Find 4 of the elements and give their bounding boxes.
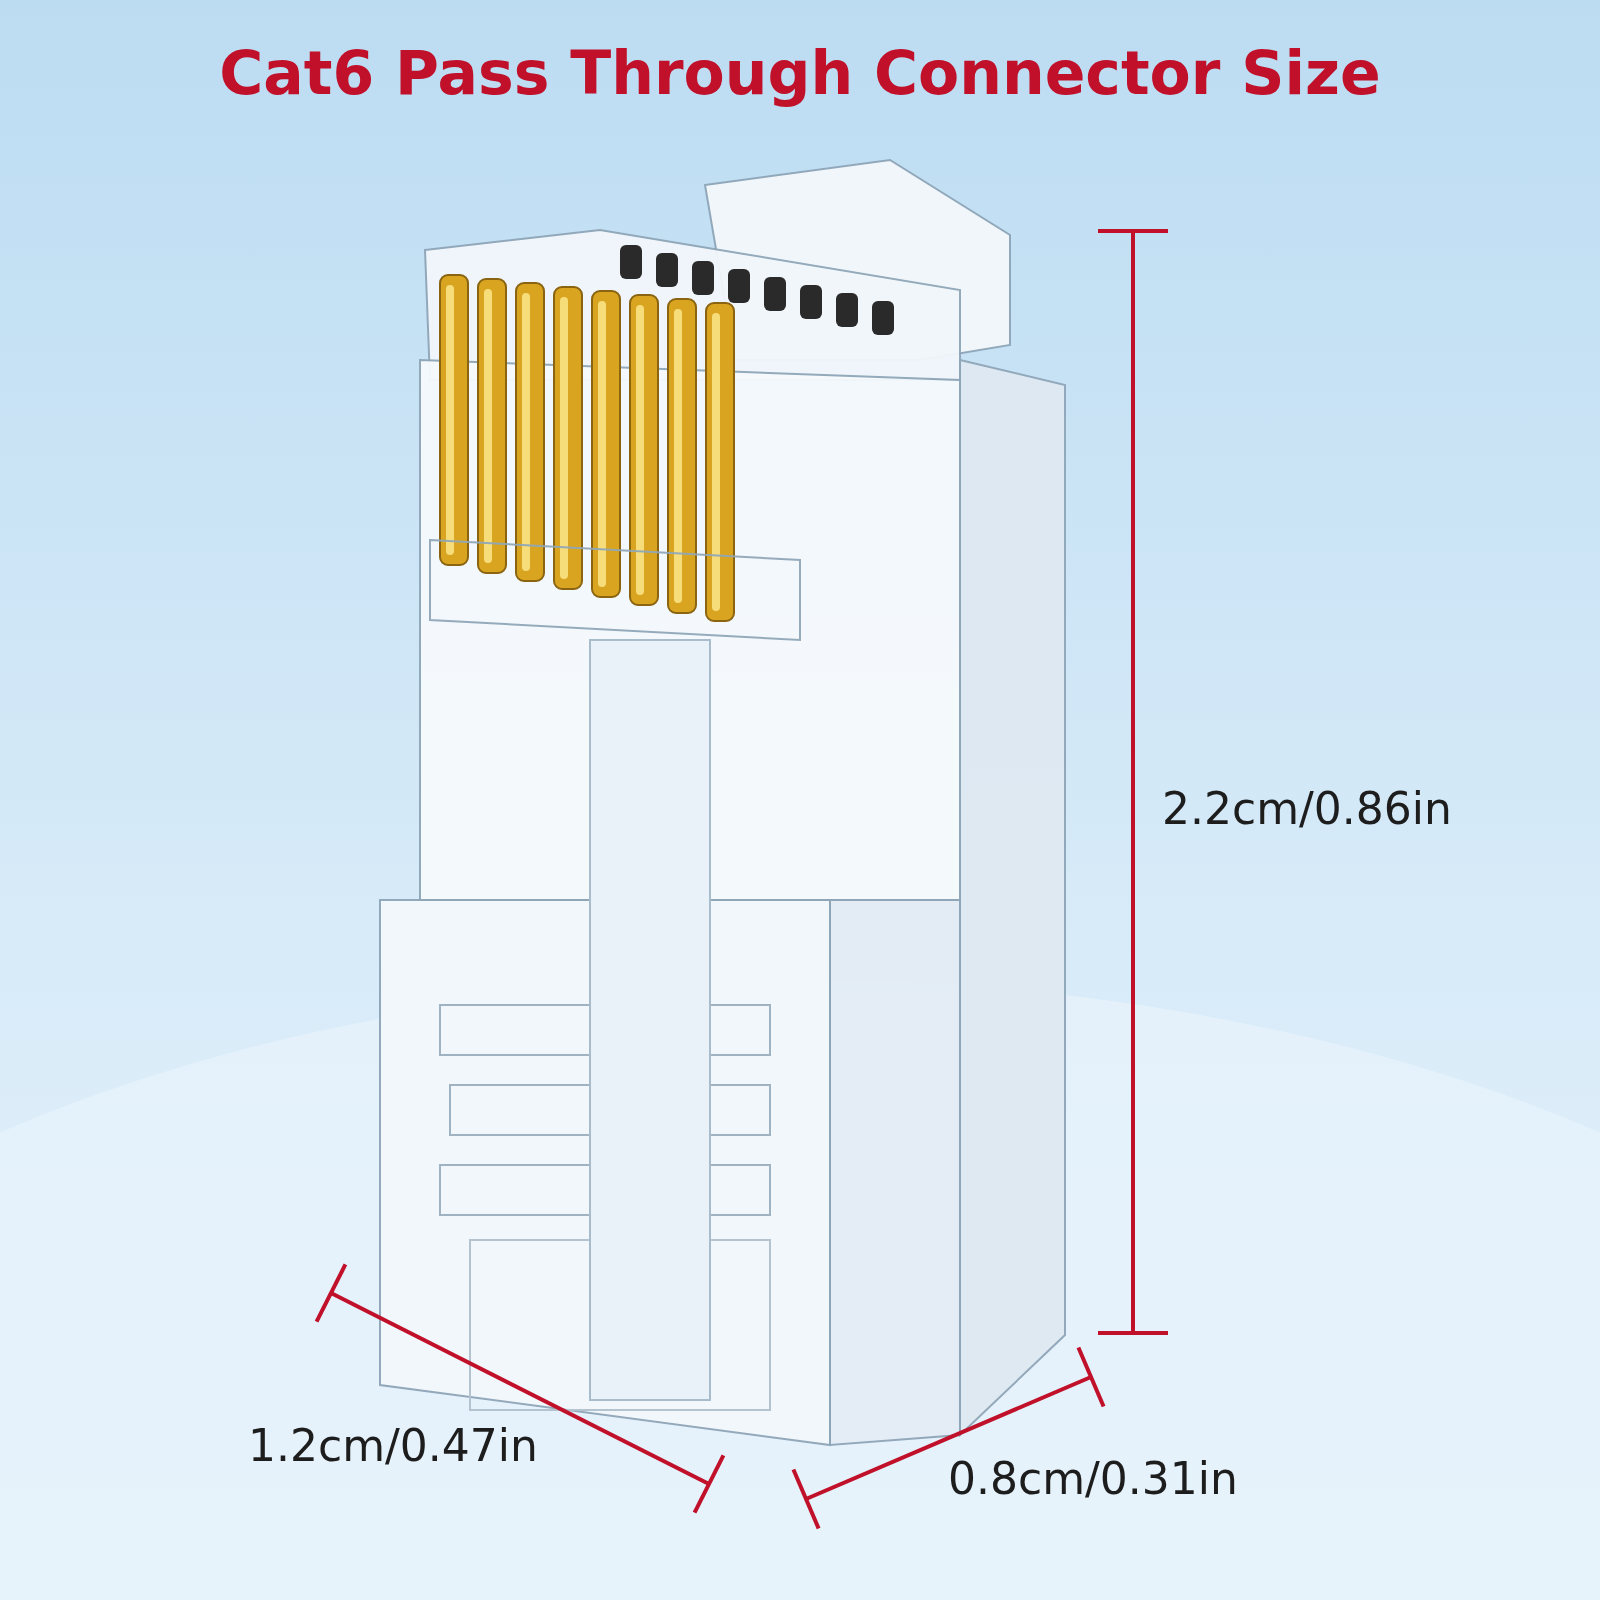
dimension-label: 1.2cm/0.47in	[248, 1420, 538, 1471]
dimension-label: 2.2cm/0.86in	[1162, 783, 1452, 834]
title: Cat6 Pass Through Connector Size	[218, 38, 1382, 108]
dimension-label: 0.8cm/0.31in	[948, 1453, 1238, 1504]
